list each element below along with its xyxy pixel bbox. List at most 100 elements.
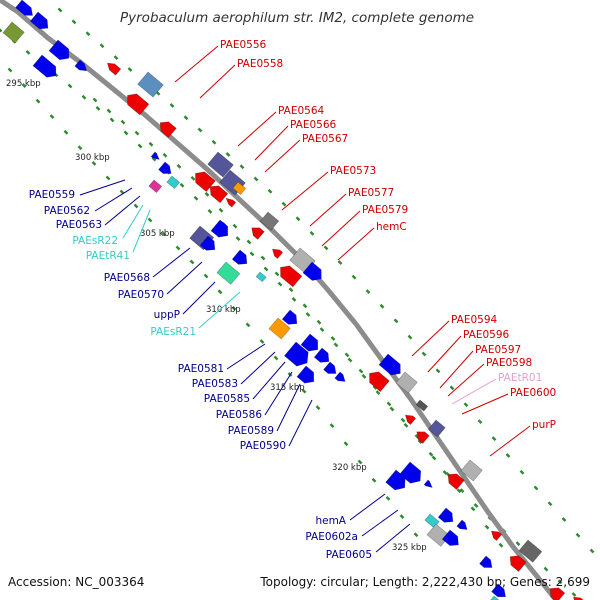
gene-label: PAE0581 xyxy=(178,363,224,375)
tick-mark xyxy=(109,117,115,123)
tick-mark xyxy=(315,405,321,411)
tick-mark xyxy=(35,98,41,104)
gene-feature xyxy=(479,555,493,568)
tick-mark xyxy=(400,417,406,423)
gene-feature xyxy=(225,197,237,208)
tick-mark xyxy=(329,423,335,428)
tick-mark xyxy=(92,97,98,103)
tick-mark xyxy=(372,385,378,390)
gene-label: PAE0590 xyxy=(240,440,286,452)
leader-line xyxy=(94,187,133,212)
tick-mark xyxy=(123,130,129,136)
tick-mark xyxy=(179,182,185,188)
tick-mark xyxy=(365,289,371,295)
tick-mark xyxy=(449,385,455,391)
gene-label: uppP xyxy=(154,309,180,321)
tick-mark xyxy=(193,195,199,201)
tick-mark xyxy=(231,305,237,311)
tick-mark xyxy=(162,152,168,158)
gene-feature xyxy=(416,431,430,444)
tick-mark xyxy=(386,401,392,407)
leader-line xyxy=(132,209,151,253)
tick-mark xyxy=(190,176,196,181)
leader-line xyxy=(104,195,141,226)
tick-mark xyxy=(519,469,525,475)
tick-mark xyxy=(557,579,563,585)
gene-feature xyxy=(150,151,160,160)
gene-feature xyxy=(284,341,309,367)
gene-label: PAE0570 xyxy=(118,289,164,301)
leader-line xyxy=(237,111,277,147)
gene-feature xyxy=(32,54,57,78)
tick-mark xyxy=(417,439,423,445)
tick-mark xyxy=(589,548,595,554)
tick-mark xyxy=(470,506,476,512)
gene-label: hemC xyxy=(376,221,407,233)
leader-line xyxy=(349,493,386,521)
gene-feature xyxy=(231,249,248,265)
leader-line xyxy=(361,509,399,537)
gene-feature xyxy=(268,317,291,340)
tick-mark xyxy=(259,339,265,344)
gene-feature xyxy=(378,353,401,376)
gene-feature xyxy=(148,179,163,193)
scale-label: 310 kbp xyxy=(206,305,241,315)
leader-line xyxy=(152,247,191,278)
tick-mark xyxy=(127,67,133,72)
gene-label: PAE0563 xyxy=(56,219,102,231)
gene-label: PAE0602a xyxy=(305,531,358,543)
tick-mark xyxy=(309,230,315,236)
tick-mark xyxy=(77,145,83,151)
gene-feature xyxy=(489,595,501,600)
tick-mark xyxy=(151,156,157,162)
tick-mark xyxy=(189,259,195,265)
gene-feature xyxy=(334,371,346,382)
tick-mark xyxy=(169,103,175,108)
gene-feature xyxy=(405,414,417,425)
tick-mark xyxy=(515,541,521,547)
gene-feature xyxy=(74,59,88,72)
gene-labels: PAE0559PAE0562PAE0563PAEsR22PAEtR41PAE05… xyxy=(29,39,556,561)
gene-label: PAE0583 xyxy=(192,378,238,390)
tick-mark xyxy=(547,501,553,507)
tick-mark xyxy=(491,436,497,441)
scale-label: 295 kbp xyxy=(6,79,41,89)
gene-label: PAE0562 xyxy=(44,205,90,217)
gene-feature xyxy=(210,219,229,238)
tick-mark xyxy=(67,83,73,89)
gene-feature xyxy=(385,469,406,491)
tick-mark xyxy=(113,55,119,60)
tick-mark xyxy=(543,566,549,572)
gene-feature xyxy=(166,175,181,189)
gene-feature xyxy=(456,519,468,530)
gene-feature xyxy=(48,39,70,61)
gene-label: PAE0597 xyxy=(475,344,521,356)
tick-mark xyxy=(232,223,238,229)
tick-mark xyxy=(413,532,419,538)
tick-mark xyxy=(561,517,567,522)
tick-mark xyxy=(95,106,101,111)
tick-mark xyxy=(379,303,385,309)
tick-mark xyxy=(253,176,259,182)
gene-feature xyxy=(255,271,267,283)
leader-line xyxy=(451,378,497,405)
gene-feature xyxy=(518,539,543,563)
tick-mark xyxy=(274,271,280,277)
tick-mark xyxy=(344,352,350,358)
gene-feature xyxy=(159,121,177,138)
tick-mark xyxy=(330,336,336,341)
tick-mark xyxy=(99,43,105,49)
leader-line xyxy=(447,363,485,397)
tick-mark xyxy=(7,67,13,73)
gene-feature xyxy=(395,371,418,394)
tick-mark xyxy=(25,50,31,55)
tick-mark xyxy=(249,251,255,257)
gene-feature xyxy=(427,419,446,438)
tick-mark xyxy=(288,287,294,293)
gene-label: PAE0564 xyxy=(278,105,325,117)
gene-feature xyxy=(281,309,298,325)
leader-line xyxy=(240,351,276,385)
tick-mark xyxy=(302,303,308,309)
gene-label: PAE0577 xyxy=(348,187,394,199)
